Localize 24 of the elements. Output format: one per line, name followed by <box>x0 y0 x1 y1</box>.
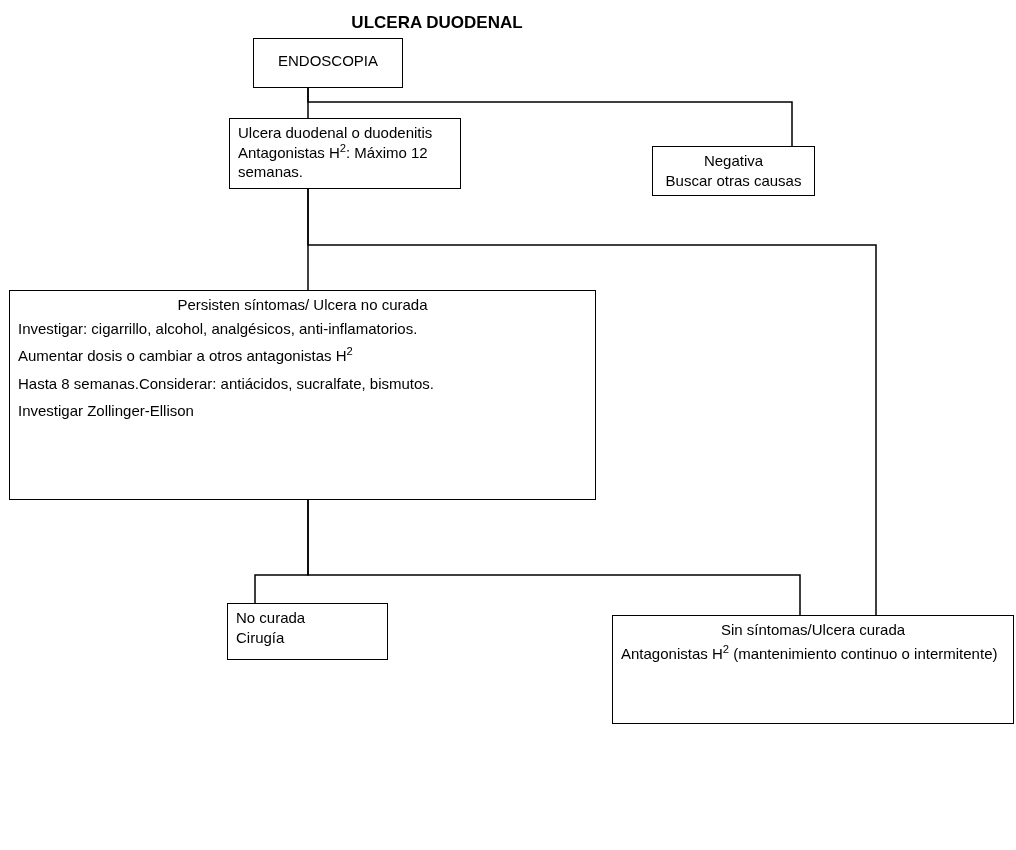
process-box <box>253 38 403 88</box>
diagram-title: ULCERA DUODENAL <box>350 12 524 34</box>
box-text: Sin síntomas/Ulcera curada <box>719 620 907 640</box>
process-box <box>229 118 461 189</box>
box-text: Buscar otras causas <box>664 170 803 190</box>
box-text: No curada <box>236 608 307 628</box>
box-text: Antagonistas H$^{2}$: Máximo 12 semanas. <box>238 142 429 182</box>
box-text: Negativa <box>702 151 765 171</box>
process-box <box>612 615 1014 724</box>
process-box <box>652 146 815 196</box>
box-text: Investigar: cigarrillo, alcohol, analgésicos, anti-inflamatorios. <box>18 318 419 338</box>
box-text: Antagonistas H$^{2}$ (mantenimiento continuo o intermitente) <box>621 643 999 663</box>
process-box <box>9 290 596 500</box>
process-box <box>227 603 388 660</box>
connector-line <box>307 87 793 147</box>
connector-line <box>307 188 877 616</box>
box-text: Ulcera duodenal o duodenitis <box>238 123 434 143</box>
box-text: ENDOSCOPIA <box>277 51 379 71</box>
box-text: Hasta 8 semanas.Considerar: antiácidos, sucralfate, bismutos. <box>18 373 436 393</box>
box-text: Aumentar dosis o cambiar a otros antagonistas H$^{2}$ <box>18 346 354 366</box>
box-text: Persisten síntomas/ Ulcera no curada <box>176 295 429 315</box>
box-text: Investigar Zollinger-Ellison <box>18 401 195 421</box>
connector-line <box>307 499 801 616</box>
box-text: Cirugía <box>236 627 286 647</box>
